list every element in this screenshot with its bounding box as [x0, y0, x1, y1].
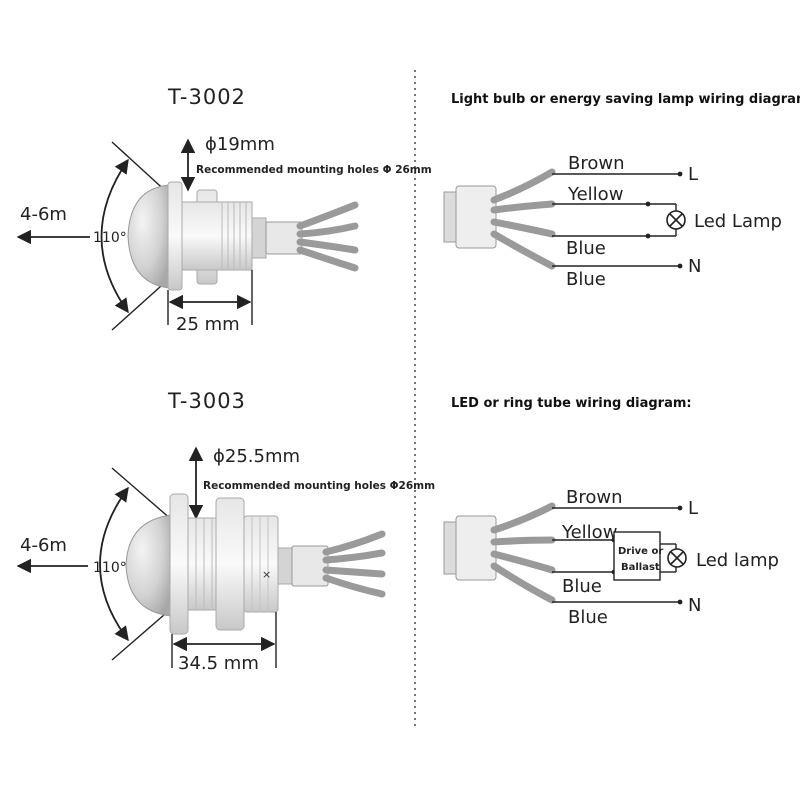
lamp-icon	[667, 548, 687, 568]
sensor-nut	[215, 497, 245, 631]
wire-label-blue-2: Blue	[566, 269, 606, 290]
length-label-t3002: 25 mm	[176, 314, 240, 335]
led-wiring-diagram: LED or ring tube wiring diagram: Brown L…	[443, 396, 779, 628]
sensor-t3003: T-3003 ϕ25.5mm Recommended mounting hole…	[16, 389, 435, 674]
connector-wires-bulb	[490, 168, 556, 270]
mounting-note-t3003: Recommended mounting holes Φ26mm	[203, 480, 435, 492]
sensor-wires-t3002	[296, 201, 359, 272]
wire-label-yellow: Yellow	[567, 184, 623, 205]
angle-arc-icon	[99, 486, 129, 642]
angle-line-bottom	[111, 607, 173, 661]
bulb-wiring-diagram: Light bulb or energy saving lamp wiring …	[443, 92, 800, 290]
terminal-label-n: N	[688, 595, 701, 616]
driver-label-line2: Ballast	[621, 562, 660, 573]
wire-label-brown: Brown	[566, 487, 623, 508]
angle-label-t3003: 110°	[93, 560, 127, 576]
sensor-dome-icon	[125, 514, 173, 617]
wire-label-yellow: Yellow	[561, 522, 617, 543]
wire-label-blue-2: Blue	[568, 607, 608, 628]
sensor-wires-t3003	[322, 530, 386, 598]
lamp-icon	[666, 210, 686, 230]
sensor-dome-icon	[127, 184, 171, 289]
terminal-label-l: L	[688, 164, 698, 185]
connector-body	[455, 185, 497, 249]
lamp-label-bulb: Led Lamp	[694, 211, 782, 232]
driver-ballast-box	[613, 531, 661, 581]
sensor-collar	[243, 515, 279, 613]
wire-label-blue-1: Blue	[566, 238, 606, 259]
angle-arc-icon	[100, 158, 129, 314]
mounting-note-t3002: Recommended mounting holes Φ 26mm	[196, 164, 432, 176]
sensor-neck	[277, 547, 293, 585]
model-title-t3003: T-3003	[167, 389, 246, 413]
model-title-t3002: T-3002	[167, 85, 246, 109]
wire-label-blue-1: Blue	[562, 576, 602, 597]
sensor-t3002: T-3002 ϕ19mm Recommended mounting holes …	[16, 85, 432, 335]
angle-label-t3002: 110°	[93, 230, 127, 246]
driver-label-line1: Drive or	[618, 546, 663, 557]
led-wiring-heading: LED or ring tube wiring diagram:	[451, 396, 692, 411]
lamp-label-led: Led lamp	[696, 550, 779, 571]
length-label-t3003: 34.5 mm	[178, 653, 259, 674]
range-label-t3003: 4-6m	[20, 535, 67, 556]
sensor-thread	[181, 201, 253, 271]
connector-wires-led	[490, 502, 556, 604]
range-label-t3002: 4-6m	[20, 204, 67, 225]
angle-line-top	[111, 467, 173, 521]
diameter-label-t3002: ϕ19mm	[205, 134, 275, 155]
diameter-label-t3003: ϕ25.5mm	[213, 446, 300, 467]
sensor-connector	[265, 221, 303, 255]
wire-label-brown: Brown	[568, 153, 625, 174]
sensor-flange	[167, 181, 183, 291]
bulb-wiring-heading: Light bulb or energy saving lamp wiring …	[451, 92, 800, 107]
sensor-flange	[169, 493, 189, 635]
connector-body	[455, 515, 497, 581]
terminal-label-l: L	[688, 498, 698, 519]
sensor-mark: ×	[262, 568, 271, 581]
terminal-label-n: N	[688, 256, 701, 277]
sensor-connector	[291, 545, 329, 587]
sensor-neck	[251, 217, 267, 259]
